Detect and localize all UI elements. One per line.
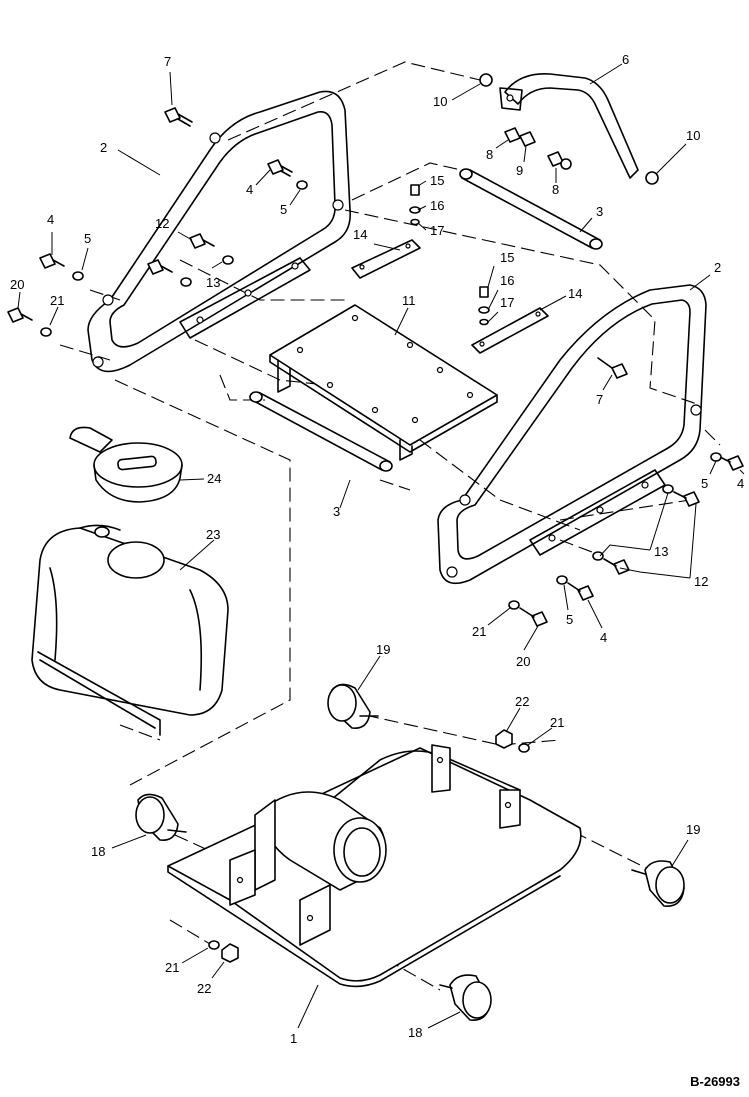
mount-left	[135, 793, 187, 841]
callout-21: 21	[550, 715, 564, 730]
strap-hardware	[409, 184, 490, 326]
callout-10: 10	[433, 94, 447, 109]
callout-2: 2	[100, 140, 107, 155]
callout-23: 23	[206, 527, 220, 542]
callout-11: 11	[402, 293, 416, 308]
cross-rods	[249, 168, 603, 472]
callout-21: 21	[165, 960, 179, 975]
callout-13: 13	[654, 544, 668, 559]
callout-1: 1	[290, 1031, 297, 1046]
callout-18: 18	[91, 844, 105, 859]
assembly-lines	[59, 61, 721, 991]
callout-16: 16	[430, 198, 444, 213]
callout-13: 13	[206, 275, 220, 290]
callout-24: 24	[207, 471, 221, 486]
callout-16: 16	[500, 273, 514, 288]
callout-21: 21	[472, 624, 486, 639]
callout-5: 5	[701, 476, 708, 491]
callout-5: 5	[280, 202, 287, 217]
callout-21: 21	[50, 293, 64, 308]
callout-10: 10	[686, 128, 700, 143]
callout-17: 17	[430, 223, 444, 238]
callout-15: 15	[500, 250, 514, 265]
mount-upper	[327, 683, 379, 729]
callout-14: 14	[353, 227, 367, 242]
leader-lines	[17, 63, 745, 1029]
callout-12: 12	[694, 574, 708, 589]
strap-plates	[351, 239, 549, 354]
fuel-tank	[31, 524, 229, 736]
callout-3: 3	[596, 204, 603, 219]
right-handle-frame	[437, 284, 707, 585]
callout-19: 19	[686, 822, 700, 837]
callout-7: 7	[164, 54, 171, 69]
callout-5: 5	[84, 231, 91, 246]
callout-20: 20	[10, 277, 24, 292]
callout-4: 4	[47, 212, 54, 227]
callout-5: 5	[566, 612, 573, 627]
callout-4: 4	[737, 476, 744, 491]
callout-12: 12	[155, 216, 169, 231]
frame-bolts	[7, 73, 744, 963]
callout-4: 4	[600, 630, 607, 645]
callout-2: 2	[714, 260, 721, 275]
callout-17: 17	[500, 295, 514, 310]
tank-cap	[69, 426, 183, 503]
callout-19: 19	[376, 642, 390, 657]
callout-22: 22	[197, 981, 211, 996]
drawing-code: B-26993	[690, 1074, 740, 1089]
callout-15: 15	[430, 173, 444, 188]
callout-7: 7	[596, 392, 603, 407]
base-plate	[167, 744, 582, 988]
left-handle-frame	[87, 90, 352, 373]
callout-20: 20	[516, 654, 530, 669]
vibration-mounts	[135, 683, 685, 1021]
callout-22: 22	[515, 694, 529, 709]
callout-8: 8	[552, 182, 559, 197]
top-handle	[499, 73, 639, 179]
callout-6: 6	[622, 52, 629, 67]
mount-lower	[439, 974, 492, 1021]
mount-right	[631, 860, 685, 907]
callout-8: 8	[486, 147, 493, 162]
callout-4: 4	[246, 182, 253, 197]
callout-9: 9	[516, 163, 523, 178]
callout-14: 14	[568, 286, 582, 301]
mounting-plate	[269, 304, 498, 461]
callout-3: 3	[333, 504, 340, 519]
callout-labels: 7 2 4 5 4 5 12 13 20 21 10 6 8 9 8 10 15…	[10, 52, 744, 1046]
callout-18: 18	[408, 1025, 422, 1040]
